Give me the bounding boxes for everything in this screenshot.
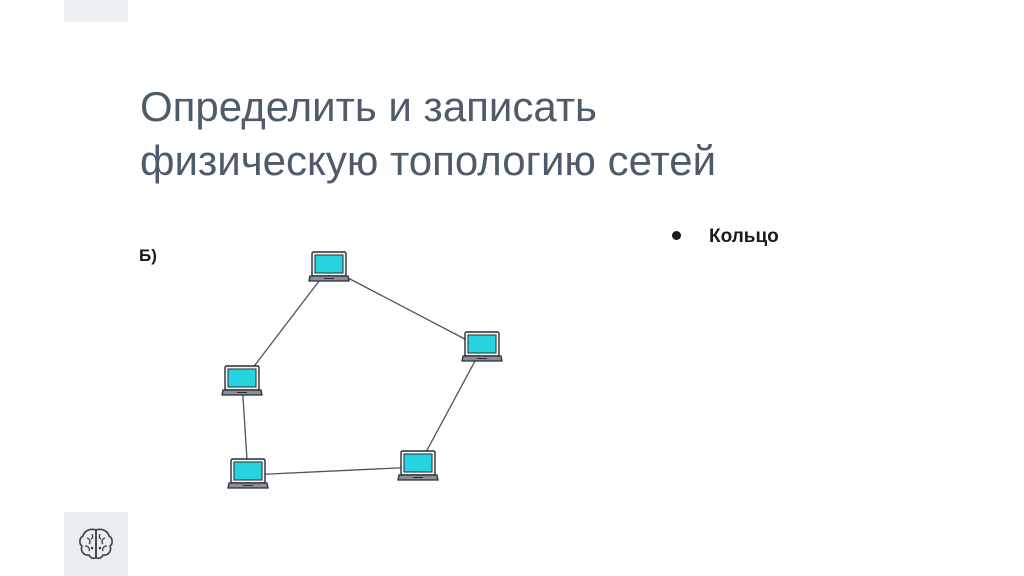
answer-list: Кольцо (672, 226, 779, 248)
network-link (247, 466, 419, 476)
brain-icon (79, 528, 113, 560)
top-tab-decoration (64, 0, 128, 22)
laptop-icon (308, 251, 350, 282)
answer-text: Кольцо (709, 226, 779, 247)
logo-box (64, 512, 128, 576)
laptop-icon (221, 365, 263, 396)
title-line-2: физическую топологию сетей (140, 137, 717, 184)
laptop-icon (397, 450, 439, 481)
network-link (241, 267, 330, 383)
network-link (417, 347, 483, 468)
title-line-1: Определить и записать (140, 83, 597, 130)
slide-title: Определить и записать физическую тополог… (140, 80, 840, 188)
laptop-icon (461, 331, 503, 362)
network-link (328, 267, 483, 349)
diagram-label: Б) (139, 246, 157, 265)
bullet-icon (672, 230, 681, 240)
laptop-icon (227, 458, 269, 489)
answer-item: Кольцо (672, 226, 779, 248)
